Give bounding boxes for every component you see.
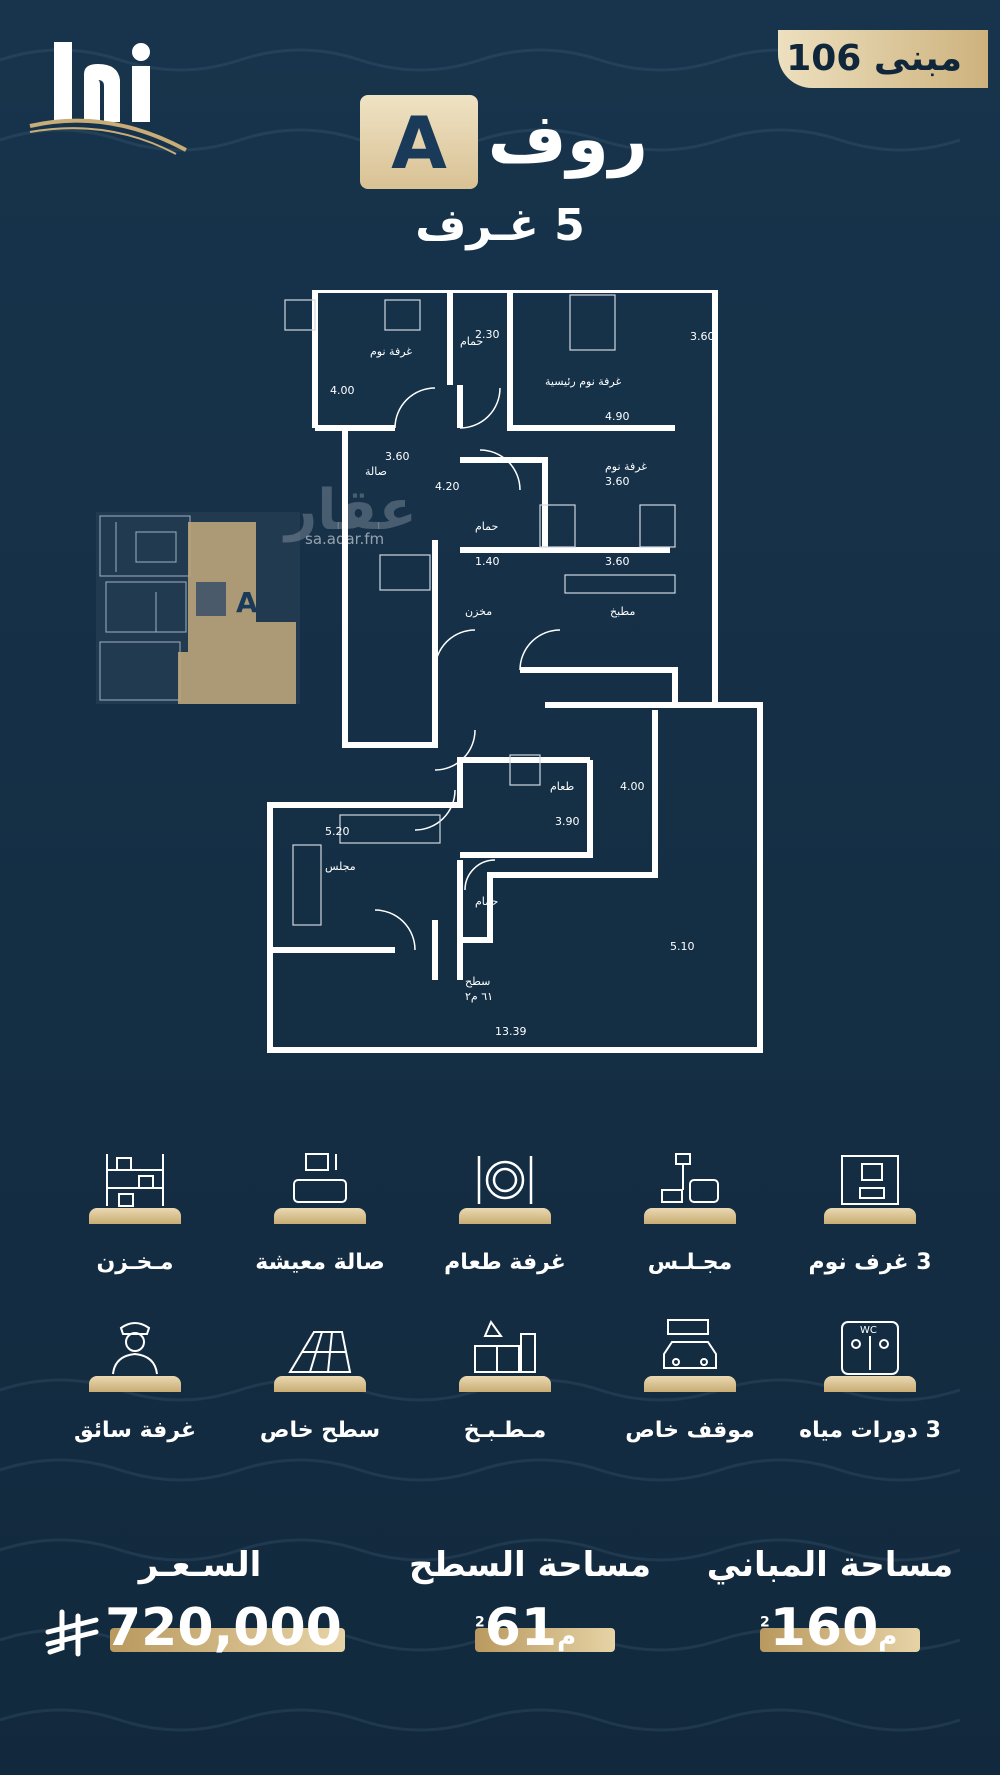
plan-bath-3: حمام (475, 895, 498, 908)
building-area-underline (760, 1628, 920, 1652)
plan-roof: سطح (465, 975, 490, 988)
plan-dim-400: 4.00 (330, 384, 355, 397)
feature-majlis: مجـلـس (610, 1150, 770, 1300)
feature-label: مجـلـس (647, 1250, 733, 1275)
feature-driver-room: غرفة سائق (55, 1318, 215, 1468)
sofa-lamp-icon (661, 1153, 719, 1203)
plan-dim-390: 3.90 (555, 815, 580, 828)
plan-master-bedroom: غرفة نوم رئيسية (545, 375, 621, 388)
plan-dim-230: 2.30 (475, 328, 500, 341)
plan-dim-360-bed: 3.60 (605, 475, 630, 488)
feature-kitchen: مـطـبـخ (425, 1318, 585, 1468)
feature-label: صالة معيشة (255, 1250, 385, 1275)
rooms-count-title: 5 غـرف (415, 200, 585, 251)
plan-dim-490: 4.90 (605, 410, 630, 423)
plan-dim-520: 5.20 (325, 825, 350, 838)
plan-dim-360-kitchen: 3.60 (605, 555, 630, 568)
plan-dim-140: 1.40 (475, 555, 500, 568)
plan-storage: مخزن (465, 605, 492, 618)
kitchen-icon (474, 1319, 536, 1373)
feature-parking: موقف خاص (610, 1318, 770, 1468)
mini-site-plan: A (96, 512, 300, 704)
price-label: السـعـر (138, 1545, 262, 1585)
roof-area-label: مساحة السطح (408, 1545, 652, 1585)
plan-dim-510: 5.10 (670, 940, 695, 953)
feature-roof: سطح خاص (240, 1318, 400, 1468)
watermark-url: sa.aqar.fm (305, 530, 385, 548)
plan-bedroom-1: غرفة نوم (370, 345, 412, 358)
mini-plan-letter: A (236, 586, 258, 619)
plan-dim-360-hall: 3.60 (385, 450, 410, 463)
price-underline (110, 1628, 345, 1652)
svg-text:WC: WC (860, 1325, 877, 1336)
plan-dining: طعام (550, 780, 574, 793)
roof-letter: A (391, 101, 447, 185)
plan-dim-420: 4.20 (435, 480, 460, 493)
plan-bath-2: حمام (475, 520, 498, 533)
feature-label: 3 دورات مياه (799, 1418, 941, 1443)
storage-shelf-icon (106, 1154, 164, 1207)
plan-dim-400-dining: 4.00 (620, 780, 645, 793)
driver-icon (112, 1322, 158, 1375)
building-number-tag: مبنى 106 (778, 30, 988, 88)
plan-dim-1339: 13.39 (495, 1025, 527, 1038)
feature-bathrooms: WC 3 دورات مياه (790, 1318, 950, 1468)
building-area-value: م2160 (760, 1598, 898, 1658)
feature-label: سطح خاص (259, 1418, 381, 1443)
plan-hall: صالة (365, 465, 387, 478)
parking-car-icon (663, 1319, 717, 1369)
feature-label: موقف خاص (625, 1418, 755, 1443)
aqar-watermark: عقار sa.aqar.fm (285, 478, 425, 558)
feature-storage: مـخـزن (55, 1150, 215, 1300)
watermark-name: عقار (285, 478, 417, 543)
plan-kitchen: مطبخ (610, 605, 635, 618)
feature-label: غرفة طعام (444, 1250, 566, 1275)
building-number: مبنى 106 (786, 38, 962, 79)
plan-majlis: مجلس (325, 860, 356, 873)
building-area-label: مساحة المباني (706, 1545, 954, 1585)
plate-cutlery-icon (477, 1156, 533, 1204)
feature-bedrooms: 3 غرف نوم (790, 1150, 950, 1300)
roof-title: روف (487, 100, 648, 179)
bedroom-icon (841, 1155, 899, 1205)
tv-sofa-icon (293, 1153, 347, 1203)
feature-label: مـطـبـخ (463, 1418, 547, 1443)
roof-area-underline (475, 1628, 615, 1652)
price-value: 720,000 (105, 1598, 342, 1658)
feature-label: مـخـزن (96, 1250, 174, 1275)
plan-bath-1: حمام (460, 335, 483, 348)
feature-label: 3 غرف نوم (808, 1250, 932, 1275)
plan-dim-360-master: 3.60 (690, 330, 715, 343)
solar-roof-icon (288, 1331, 352, 1373)
roof-area-value: م261 (475, 1598, 577, 1658)
feature-dining: غرفة طعام (425, 1150, 585, 1300)
brand-logo (29, 42, 187, 155)
roof-area-number: 61 (484, 1598, 558, 1658)
building-area-number: 160 (769, 1598, 879, 1658)
wc-icon: WC (841, 1321, 899, 1375)
feature-label: غرفة سائق (73, 1418, 197, 1443)
floor-plan: غرفة نوم 4.00 غرفة نوم رئيسية 4.90 حمام … (267, 290, 763, 1053)
plan-roof-area: ٦١ م٢ (465, 990, 493, 1003)
feature-living: صالة معيشة (240, 1150, 400, 1300)
plan-bedroom-2: غرفة نوم (605, 460, 647, 473)
roof-letter-badge: A (360, 95, 478, 189)
riyal-symbol-icon (45, 1609, 99, 1657)
